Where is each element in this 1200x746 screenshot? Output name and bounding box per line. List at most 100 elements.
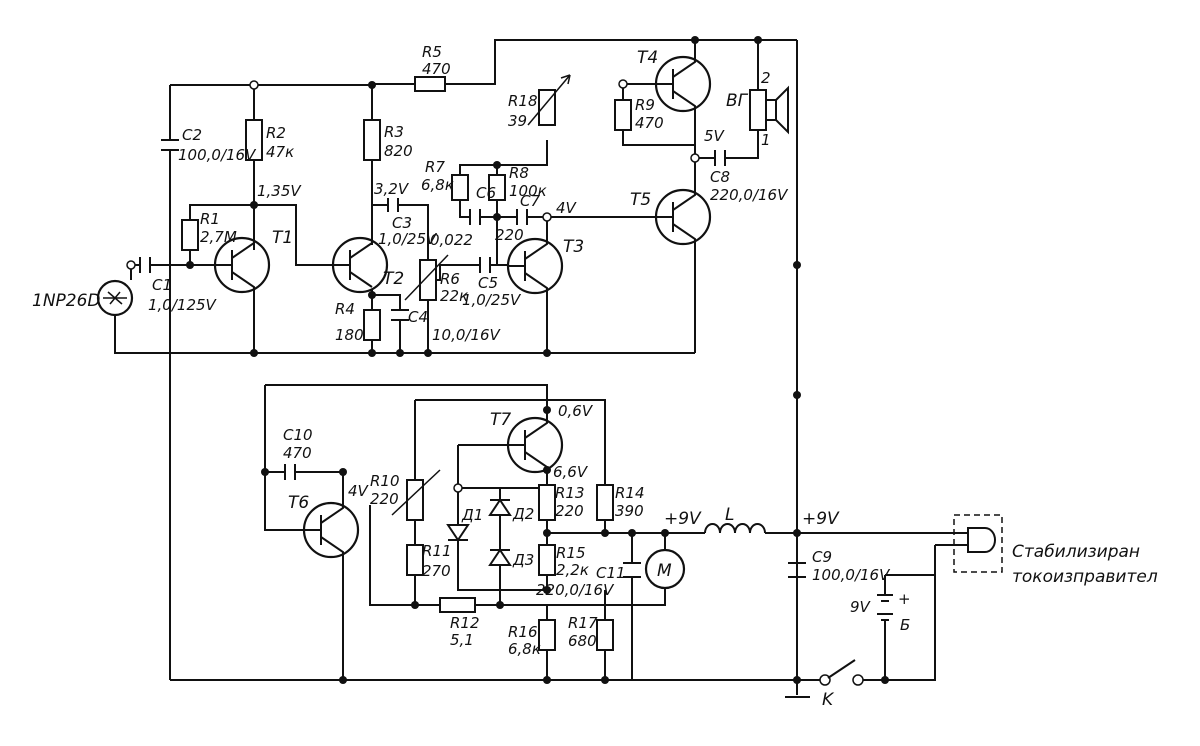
voltage-t2-collector: 3,2V [374, 180, 410, 198]
voltage-t7-base: 0,6V [558, 402, 594, 420]
resistor-r10 [406, 479, 424, 521]
label-c3-value: 1,0/25V [378, 230, 438, 248]
transistor-t3 [506, 237, 564, 295]
battery-b [877, 594, 893, 621]
label-inductor: L [725, 505, 734, 525]
label-r7-name: R7 [425, 158, 445, 176]
label-c2-value: 100,0/16V [178, 146, 257, 164]
capacitor-c3 [387, 198, 399, 212]
capacitor-c5 [479, 257, 491, 273]
label-d1: Д1 [461, 506, 483, 524]
label-r14-value: 390 [615, 502, 644, 520]
label-r15-value: 2,2к [556, 561, 589, 579]
label-c9-name: C9 [812, 548, 832, 566]
label-r10-name: R10 [370, 472, 400, 490]
regulator-plug [935, 514, 1003, 573]
label-r10-value: 220 [370, 490, 399, 508]
label-speaker-pin1: 1 [761, 131, 771, 149]
label-t2: T2 [383, 269, 404, 289]
capacitor-c9 [788, 562, 806, 578]
label-r8-value: 100к [509, 182, 547, 200]
label-t7: T7 [490, 410, 511, 430]
label-c4-name: C4 [408, 308, 428, 326]
label-c8-value: 220,0/16V [710, 186, 789, 204]
transistor-t6 [300, 501, 360, 560]
capacitor-c7 [516, 209, 528, 225]
label-c11-value: 220,0/16V [536, 581, 615, 599]
capacitor-c11 [623, 562, 641, 578]
label-c6-value: 0,022 [430, 231, 473, 249]
capacitor-c10 [284, 464, 296, 480]
voltage-t1-collector: 1,35V [257, 182, 302, 200]
label-c3-name: C3 [392, 214, 412, 232]
label-t6: T6 [288, 493, 309, 513]
labels: R1 2,7M R2 47к R3 820 R4 180 R5 470 R6 2… [32, 43, 1158, 710]
voltage-t4-out: 5V [704, 127, 726, 145]
label-d3: Д3 [512, 551, 534, 569]
label-c4-value: 10,0/16V [432, 326, 502, 344]
resistor-r4 [363, 309, 381, 341]
label-speaker-pin2: 2 [761, 69, 771, 87]
resistor-r3 [363, 119, 381, 161]
label-input-device: 1NP26D [32, 291, 101, 311]
switch-k [819, 659, 864, 686]
voltage-supply-right: +9V [802, 509, 840, 529]
transistor-t1 [212, 230, 271, 294]
label-r16-name: R16 [508, 623, 538, 641]
label-r9-name: R9 [635, 96, 655, 114]
transistor-t7 [506, 410, 564, 474]
label-c2-name: C2 [182, 126, 202, 144]
resistor-r17 [596, 619, 614, 651]
label-r18-value: 39 [508, 112, 527, 130]
label-r4-name: R4 [335, 300, 355, 318]
capacitor-c4 [391, 309, 409, 321]
label-c7-name: C7 [520, 192, 540, 210]
diodes [446, 498, 512, 570]
label-r13-value: 220 [555, 502, 584, 520]
resistor-r7 [451, 174, 469, 201]
capacitors [139, 139, 806, 578]
label-r15-name: R15 [556, 544, 586, 562]
label-r6-value: 22к [440, 287, 468, 305]
label-r5-value: 470 [422, 60, 451, 78]
label-c10-name: C10 [283, 426, 313, 444]
regulator-label-line2: токоизправител [1012, 567, 1158, 587]
voltage-t7-emitter: 6,6V [553, 463, 589, 481]
label-r1-value: 2,7M [200, 228, 237, 246]
label-c1-value: 1,0/125V [148, 296, 218, 314]
motor-m [644, 548, 686, 590]
resistor-r14 [596, 484, 614, 521]
label-r13-name: R13 [555, 484, 585, 502]
label-battery-plus: + [898, 590, 911, 608]
resistor-r6 [419, 259, 437, 301]
label-c10-value: 470 [283, 444, 312, 462]
label-r8-name: R8 [509, 164, 529, 182]
label-t1: T1 [272, 228, 293, 248]
resistor-r8 [488, 174, 506, 201]
label-r17-name: R17 [568, 614, 598, 632]
label-c8-name: C8 [710, 168, 730, 186]
label-c9-value: 100,0/16V [812, 566, 891, 584]
capacitor-c1 [139, 257, 151, 273]
resistor-r11 [406, 544, 424, 576]
label-r16-value: 6,8к [508, 640, 541, 658]
label-r2-name: R2 [266, 124, 286, 142]
label-c11-name: C11 [596, 564, 626, 582]
resistor-r2 [245, 119, 263, 161]
transistor-t4 [654, 55, 712, 113]
label-r14-name: R14 [615, 484, 645, 502]
label-t3: T3 [563, 237, 584, 257]
resistor-r5 [414, 76, 446, 92]
label-r12-value: 5,1 [450, 631, 474, 649]
label-speaker: BГ [726, 91, 749, 111]
label-c5-value: 1,0/25V [462, 291, 522, 309]
diode-d1 [446, 520, 470, 548]
transistor-t5 [654, 180, 712, 246]
inductor-l [704, 523, 766, 534]
label-r1-name: R1 [200, 210, 220, 228]
label-r7-value: 6,8к [421, 176, 454, 194]
label-r4-value: 180 [335, 326, 364, 344]
label-r2-value: 47к [266, 143, 294, 161]
label-r11-value: 270 [422, 562, 451, 580]
label-r17-value: 680 [568, 632, 597, 650]
